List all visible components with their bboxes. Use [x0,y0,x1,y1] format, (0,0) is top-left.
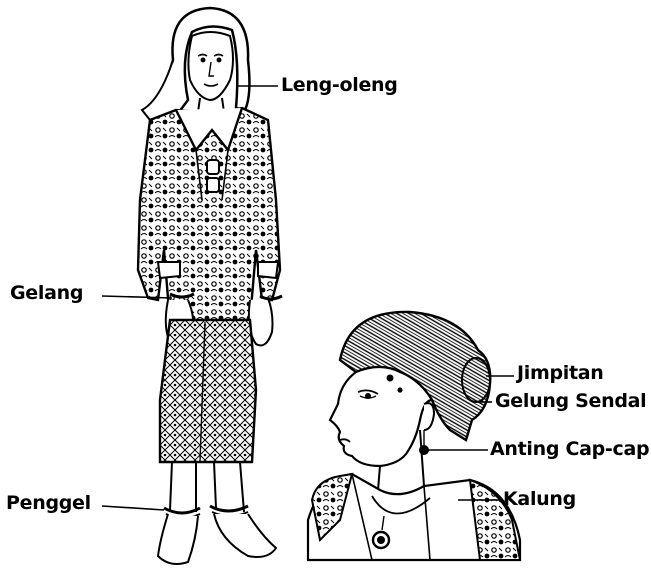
leader-gelang [102,296,172,298]
label-gelung-sendal: Gelung Sendal [495,390,646,412]
label-jimpitan: Jimpitan [517,362,604,384]
leader-penggel [102,506,164,510]
label-gelang: Gelang [10,282,83,304]
label-anting-cap-cap: Anting Cap-cap [490,438,649,460]
label-leng-oleng: Leng-oleng [281,74,398,96]
label-kalung: Kalung [503,488,576,510]
standing-woman-figure [138,8,282,564]
woman-portrait-figure [308,312,520,560]
label-penggel: Penggel [6,492,91,514]
